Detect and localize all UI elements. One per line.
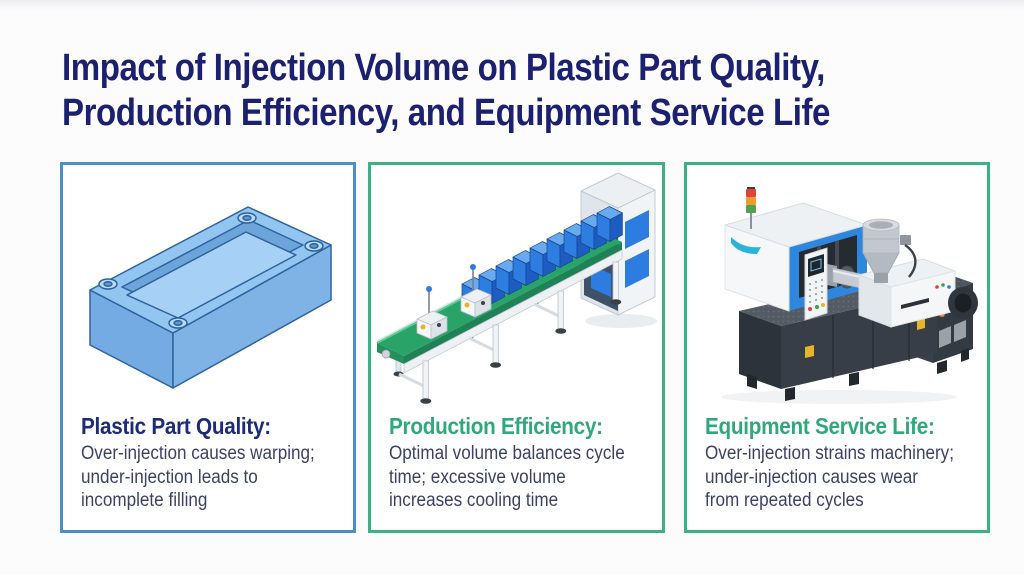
clamping-unit (724, 202, 868, 312)
conveyor-illustration-area (371, 165, 662, 405)
infographic-title: Impact of Injection Volume on Plastic Pa… (62, 46, 945, 136)
panel-plastic-part-quality: Plastic Part Quality: Over-injection cau… (60, 162, 356, 533)
conveyor-belt-icon (376, 172, 657, 404)
mold-block (89, 206, 332, 389)
brand-swoosh (731, 237, 761, 254)
mold-illustration-area (63, 165, 353, 405)
panel-equipment-service-life: Equipment Service Life: Over-injection s… (684, 162, 990, 533)
panel-3-text: Equipment Service Life: Over-injection s… (687, 405, 987, 513)
panel-2-heading: Production Efficiency: (389, 413, 603, 439)
conveyor-near-legs (398, 261, 622, 404)
injection-molding-machine-icon (721, 187, 978, 404)
hopper (862, 218, 917, 283)
panel-3-heading: Equipment Service Life: (705, 413, 935, 439)
panel-1-text: Plastic Part Quality: Over-injection cau… (63, 405, 353, 513)
title-line-2: Production Efficiency, and Equipment Ser… (62, 92, 830, 134)
signal-tower-icon (746, 187, 756, 229)
bolt-holes (98, 212, 324, 329)
panel-2-body: Optimal volume balances cycle time; exce… (389, 443, 625, 511)
panel-3-body: Over-injection strains machinery; under-… (705, 443, 954, 511)
control-panel (804, 247, 828, 321)
plastic-mold-block-icon (89, 206, 332, 389)
panel-2-text: Production Efficiency: Optimal volume ba… (371, 405, 662, 513)
belt-roller (381, 349, 391, 359)
panel-production-efficiency: Production Efficiency: Optimal volume ba… (368, 162, 665, 533)
product-boxes (461, 206, 623, 313)
belt-sensor-1 (416, 286, 448, 340)
panel-1-heading: Plastic Part Quality: (81, 413, 271, 439)
belt-sensor-2 (460, 264, 492, 318)
machine-illustration-area (687, 165, 987, 405)
hopper-cable (904, 244, 917, 278)
panel-1-body: Over-injection causes warping; under-inj… (81, 443, 315, 511)
title-line-1: Impact of Injection Volume on Plastic Pa… (62, 47, 825, 89)
